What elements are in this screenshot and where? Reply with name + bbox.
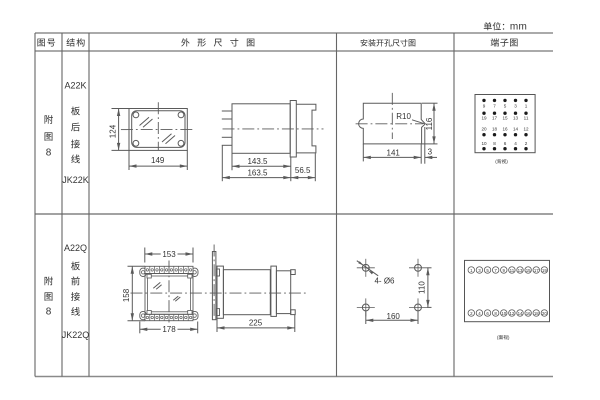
svg-text:143.5: 143.5: [247, 157, 268, 166]
svg-text:15: 15: [502, 116, 508, 121]
svg-text:8: 8: [494, 311, 497, 316]
svg-text:160: 160: [387, 312, 401, 321]
svg-text:110: 110: [417, 281, 426, 294]
svg-text:(: (: [495, 159, 497, 165]
svg-text:12: 12: [509, 311, 514, 316]
svg-text:JK22Q: JK22Q: [62, 330, 90, 340]
svg-text:8: 8: [46, 148, 52, 159]
svg-text:R10: R10: [396, 112, 411, 121]
svg-text:18: 18: [534, 311, 539, 316]
svg-text:3: 3: [514, 103, 517, 108]
svg-text:10: 10: [501, 311, 506, 316]
svg-text:18: 18: [492, 127, 498, 132]
svg-text:11: 11: [524, 116, 529, 121]
svg-text:20: 20: [481, 127, 487, 132]
svg-text:JK22K: JK22K: [62, 175, 89, 185]
svg-text:A22Q: A22Q: [64, 243, 87, 253]
svg-text:1: 1: [525, 103, 528, 108]
svg-text:13: 13: [513, 116, 519, 121]
svg-text:4: 4: [514, 141, 517, 146]
svg-text:4: 4: [478, 311, 481, 316]
svg-text:17: 17: [492, 116, 498, 121]
svg-text:A22K: A22K: [64, 81, 86, 91]
svg-text:6: 6: [504, 141, 507, 146]
svg-text:56.5: 56.5: [295, 166, 311, 175]
svg-text:19: 19: [542, 268, 547, 273]
svg-text:9: 9: [503, 268, 506, 273]
svg-text:): ): [506, 159, 508, 165]
svg-text:141: 141: [387, 148, 401, 157]
svg-text:153: 153: [162, 250, 176, 259]
svg-text:15: 15: [526, 268, 531, 273]
svg-text:(: (: [497, 335, 499, 341]
svg-text:2: 2: [470, 311, 473, 316]
svg-text:6: 6: [486, 311, 489, 316]
svg-text:3: 3: [428, 147, 433, 156]
svg-text:12: 12: [523, 127, 529, 132]
svg-text:14: 14: [513, 127, 519, 132]
svg-text:2: 2: [525, 141, 528, 146]
svg-text:20: 20: [542, 311, 547, 316]
svg-text:9: 9: [483, 103, 486, 108]
svg-text:10: 10: [481, 141, 487, 146]
svg-text:116: 116: [425, 117, 434, 130]
svg-text:158: 158: [122, 288, 131, 302]
svg-text:16: 16: [502, 127, 508, 132]
svg-text:1: 1: [470, 268, 473, 273]
svg-text:4- Ø6: 4- Ø6: [374, 276, 395, 285]
svg-text:178: 178: [162, 325, 176, 334]
svg-text:3: 3: [478, 268, 481, 273]
svg-text:14: 14: [518, 311, 523, 316]
svg-text:19: 19: [481, 116, 487, 121]
svg-text:17: 17: [534, 268, 539, 273]
svg-text:8: 8: [46, 307, 52, 318]
svg-text:5: 5: [504, 103, 507, 108]
svg-text:225: 225: [249, 318, 263, 327]
svg-text:mm: mm: [510, 22, 527, 33]
svg-text:7: 7: [493, 103, 496, 108]
svg-text:8: 8: [493, 141, 496, 146]
svg-text:): ): [508, 335, 510, 341]
svg-text:16: 16: [526, 311, 531, 316]
svg-text:13: 13: [518, 268, 523, 273]
svg-text:124: 124: [109, 124, 118, 138]
svg-text:7: 7: [494, 268, 497, 273]
svg-text:5: 5: [486, 268, 489, 273]
svg-text:149: 149: [151, 156, 165, 165]
svg-text:163.5: 163.5: [247, 168, 268, 177]
svg-text:11: 11: [510, 268, 515, 273]
